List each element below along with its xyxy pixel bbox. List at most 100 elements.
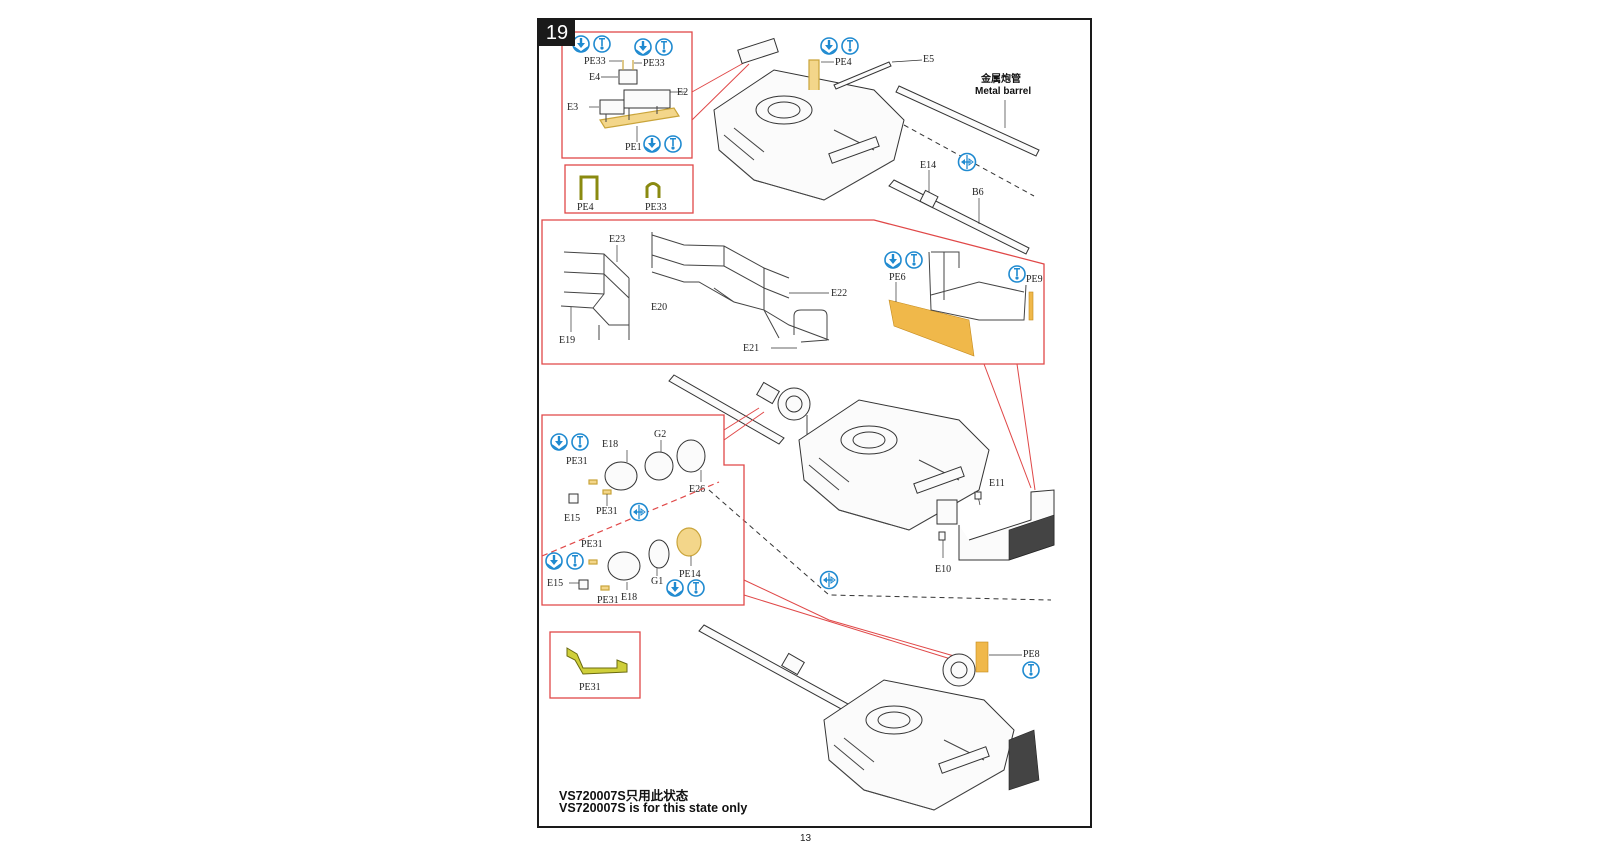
label-pe1: PE1 — [625, 142, 642, 153]
label-e14: E14 — [920, 160, 936, 171]
part-e20-e22-railing — [651, 232, 830, 341]
main-gun-barrel — [698, 624, 860, 717]
part-pe8 — [975, 641, 989, 673]
stowage-box — [936, 499, 958, 525]
label-e23: E23 — [609, 234, 625, 245]
part-e15 — [568, 493, 579, 504]
glue-icon — [664, 135, 682, 153]
label-e15: E15 — [564, 513, 580, 524]
label-pe31: PE31 — [597, 595, 619, 606]
label-pe4: PE4 — [835, 57, 852, 68]
label-e22: E22 — [831, 288, 847, 299]
label-pe33: PE33 — [645, 202, 667, 213]
main-gun-barrel — [668, 374, 785, 445]
label-e21: E21 — [743, 343, 759, 354]
label-b6: B6 — [972, 187, 984, 198]
label-pe6: PE6 — [889, 272, 906, 283]
glue-icon — [905, 251, 923, 269]
fold-icon — [550, 433, 568, 451]
glue-icon — [1008, 265, 1026, 283]
fold-icon — [634, 38, 652, 56]
step-number-badge: 19 — [539, 20, 575, 46]
label-pe33: PE33 — [584, 56, 606, 67]
page-number: 13 — [800, 833, 812, 844]
label-pe33: PE33 — [643, 58, 665, 69]
mirror-opposite-side-icon — [957, 152, 977, 172]
metal-barrel-label-en: Metal barrel — [975, 86, 1031, 97]
turret-bottom-assembly — [823, 679, 1015, 811]
glue-icon — [566, 552, 584, 570]
label-e10: E10 — [935, 564, 951, 575]
label-pe31: PE31 — [579, 682, 601, 693]
callout-box-stowage — [561, 31, 693, 159]
label-e15: E15 — [547, 578, 563, 589]
glue-icon — [687, 579, 705, 597]
metal-barrel — [895, 85, 1040, 157]
label-pe31: PE31 — [581, 539, 603, 550]
part-pe1 — [599, 107, 680, 129]
pe33-preview — [645, 182, 661, 198]
part-e21 — [793, 309, 828, 343]
fold-icon — [545, 552, 563, 570]
label-e19: E19 — [559, 335, 575, 346]
part-e15 — [578, 579, 589, 590]
label-pe9: PE9 — [1026, 274, 1043, 285]
part-g2 — [644, 451, 674, 481]
label-e26: E26 — [689, 484, 705, 495]
part-e18 — [607, 551, 641, 581]
label-e18: E18 — [602, 439, 618, 450]
basket-frame — [928, 251, 1027, 321]
glue-icon — [1022, 661, 1040, 679]
callout-box-railings — [541, 219, 1045, 365]
pe-reference-box — [564, 164, 694, 214]
part-e3 — [599, 99, 625, 115]
glue-icon — [655, 38, 673, 56]
label-e5: E5 — [923, 54, 934, 65]
label-pe4: PE4 — [577, 202, 594, 213]
label-g1: G1 — [651, 576, 663, 587]
variant-note-chinese: VS720007S只用此状态 — [559, 789, 689, 803]
part-e26 — [676, 439, 706, 473]
alternative-divider — [541, 481, 720, 557]
label-e20: E20 — [651, 302, 667, 313]
main-gun-barrel — [888, 179, 1030, 255]
part-pe6-mesh — [888, 299, 975, 357]
pe31-preview — [566, 647, 628, 675]
part-stowage-bin — [737, 37, 779, 65]
part-e5 — [833, 61, 892, 90]
label-pe31: PE31 — [566, 456, 588, 467]
label-pe8: PE8 — [1023, 649, 1040, 660]
part-pe9 — [1028, 291, 1034, 321]
fold-icon — [666, 579, 684, 597]
label-e11: E11 — [989, 478, 1005, 489]
callout-box-mantlet — [541, 414, 745, 606]
part-e4 — [618, 69, 638, 85]
assembly-illustration: PE33 PE33 E4 E2 E3 PE1 PE4 PE33 PE4 E5 E… — [541, 31, 1055, 811]
rear-basket-mesh — [1008, 729, 1040, 791]
fold-icon — [643, 135, 661, 153]
glue-icon — [593, 35, 611, 53]
part-pe4 — [808, 59, 820, 90]
part-g1 — [648, 539, 670, 569]
mirror-opposite-side-icon — [629, 502, 649, 522]
pe31-reference-box — [549, 631, 641, 699]
label-pe31: PE31 — [596, 506, 618, 517]
part-e18 — [604, 461, 638, 491]
pe4-preview — [579, 175, 599, 200]
part-e14 — [919, 189, 939, 209]
glue-icon — [841, 37, 859, 55]
fold-icon — [820, 37, 838, 55]
label-e3: E3 — [567, 102, 578, 113]
mirror-opposite-side-icon — [819, 570, 839, 590]
instruction-page: PE33 PE33 E4 E2 E3 PE1 PE4 PE33 PE4 E5 E… — [537, 18, 1092, 828]
variant-note-english: VS720007S is for this state only — [559, 801, 748, 815]
part-pe14 — [676, 527, 702, 557]
part-e19-e23-railing — [560, 251, 630, 340]
label-e4: E4 — [589, 72, 600, 83]
label-g2: G2 — [654, 429, 666, 440]
fold-icon — [572, 35, 590, 53]
turret-middle-assembly — [798, 399, 990, 531]
glue-icon — [571, 433, 589, 451]
fold-icon — [884, 251, 902, 269]
metal-barrel-label-cn: 金属炮管 — [980, 72, 1021, 85]
